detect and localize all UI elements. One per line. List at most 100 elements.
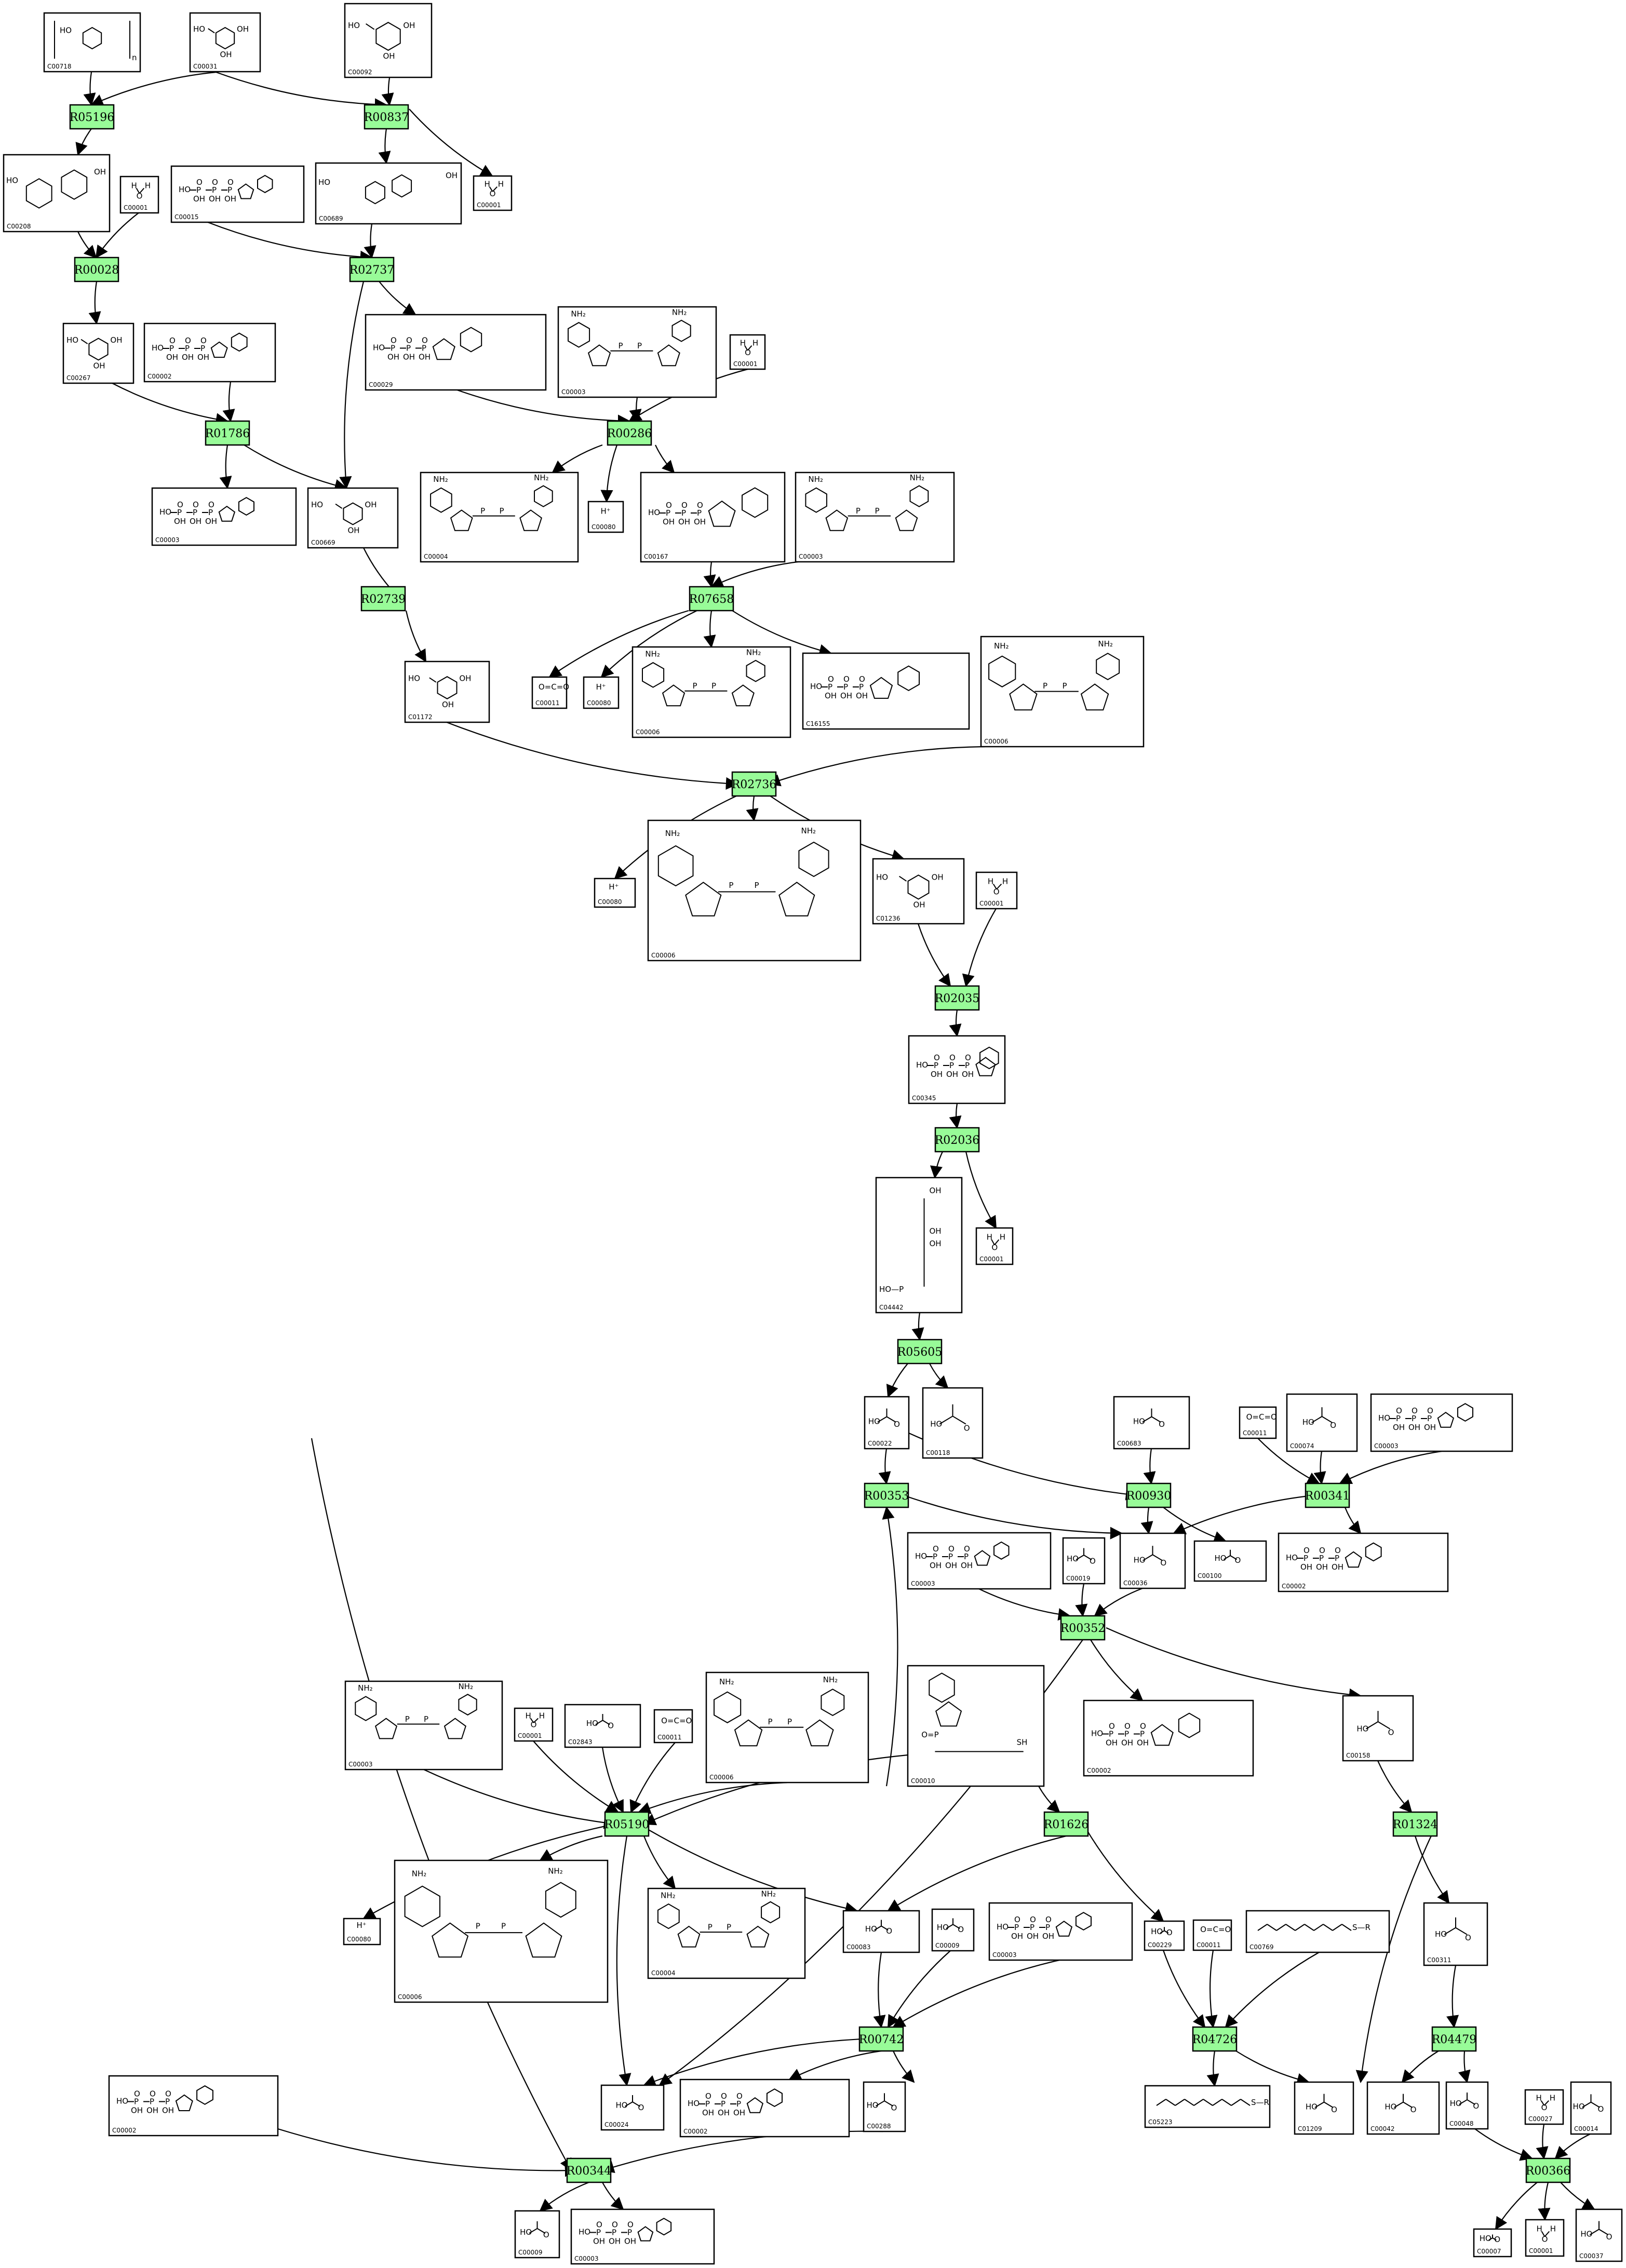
compound-box[interactable]	[975, 871, 1018, 910]
compound-box[interactable]	[394, 1859, 609, 2003]
reaction-r07658[interactable]: R07658	[689, 586, 734, 612]
reaction-box[interactable]	[1305, 1482, 1350, 1508]
compound-box[interactable]	[344, 3, 433, 78]
compound-box[interactable]	[170, 165, 305, 223]
compound-box[interactable]	[189, 12, 261, 73]
compound-box[interactable]	[1524, 2089, 1564, 2125]
compound-c00080[interactable]: H⁺C00080	[583, 676, 620, 709]
reaction-r00286[interactable]: R00286	[607, 420, 652, 446]
compound-box[interactable]	[1062, 1537, 1106, 1585]
reaction-box[interactable]	[1192, 2026, 1238, 2052]
compound-box[interactable]	[1119, 1532, 1186, 1589]
reaction-box[interactable]	[1431, 2026, 1477, 2052]
compound-box[interactable]	[1423, 1902, 1488, 1966]
reaction-box[interactable]	[566, 2157, 612, 2183]
reaction-box[interactable]	[349, 256, 395, 282]
compound-box[interactable]	[43, 12, 141, 73]
compound-box[interactable]	[795, 471, 955, 563]
compound-box[interactable]	[647, 819, 862, 962]
compound-box[interactable]	[108, 2075, 279, 2137]
reaction-r01626[interactable]: R01626	[1044, 1811, 1089, 1837]
compound-box[interactable]	[343, 1918, 381, 1946]
compound-box[interactable]	[307, 487, 399, 549]
compound-box[interactable]	[988, 1902, 1133, 1961]
compound-box[interactable]	[570, 2208, 715, 2265]
reaction-box[interactable]	[897, 1339, 943, 1365]
compound-box[interactable]	[514, 1707, 554, 1742]
compound-box[interactable]	[1144, 1920, 1185, 1951]
reaction-r00352[interactable]: R00352	[1060, 1615, 1106, 1641]
compound-box[interactable]	[907, 1665, 1045, 1787]
reaction-box[interactable]	[205, 420, 250, 446]
compound-box[interactable]	[514, 2210, 560, 2259]
reaction-box[interactable]	[1126, 1482, 1172, 1508]
reaction-r04479[interactable]: R04479	[1431, 2026, 1477, 2052]
compound-box[interactable]	[1245, 1910, 1390, 1953]
compound-box[interactable]	[640, 471, 786, 563]
reaction-box[interactable]	[934, 985, 980, 1011]
compound-box[interactable]	[1366, 2081, 1440, 2135]
compound-box[interactable]	[1370, 1393, 1513, 1452]
compound-box[interactable]	[679, 2078, 850, 2138]
compound-box[interactable]	[931, 1908, 975, 1952]
compound-box[interactable]	[587, 501, 624, 533]
compound-box[interactable]	[875, 1177, 963, 1314]
compound-box[interactable]	[1083, 1699, 1254, 1777]
compound-box[interactable]	[404, 660, 490, 723]
compound-box[interactable]	[420, 471, 579, 563]
reaction-r01324[interactable]: R01324	[1393, 1811, 1438, 1837]
reaction-box[interactable]	[689, 586, 734, 612]
reaction-box[interactable]	[364, 104, 409, 130]
compound-box[interactable]	[975, 1227, 1014, 1265]
compound-c00080[interactable]: H⁺C00080	[343, 1918, 381, 1946]
compound-box[interactable]	[1193, 1540, 1267, 1582]
compound-box[interactable]	[864, 1396, 910, 1450]
reaction-box[interactable]	[934, 1127, 980, 1153]
compound-box[interactable]	[1286, 1393, 1358, 1452]
compound-box[interactable]	[1294, 2081, 1354, 2135]
reaction-box[interactable]	[858, 2026, 904, 2052]
compound-box[interactable]	[1239, 1406, 1277, 1439]
compound-box[interactable]	[557, 306, 717, 398]
reaction-box[interactable]	[607, 420, 652, 446]
